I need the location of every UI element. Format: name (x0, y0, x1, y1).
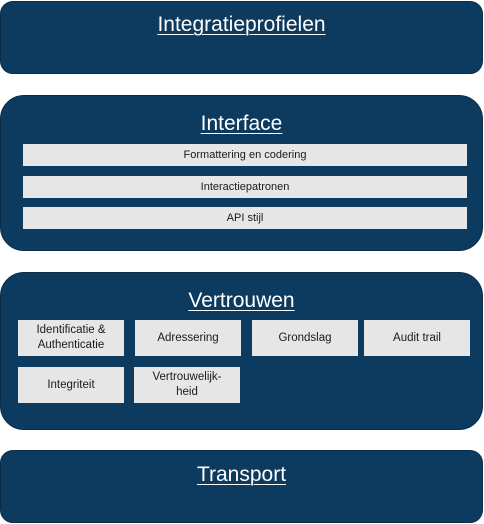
interface-title: Interface (200, 112, 283, 135)
adressering-box: Adressering (135, 320, 241, 356)
vertrouwelijkheid-box: Vertrouwelijk- heid (134, 367, 240, 403)
identificatie-authenticatie-box: Identificatie & Authenticatie (18, 320, 124, 356)
audit-trail-box: Audit trail (364, 320, 470, 356)
integratieprofielen-title: Integratieprofielen (157, 13, 326, 36)
transport-title: Transport (196, 463, 287, 486)
formattering-en-codering-box: Formattering en codering (23, 144, 467, 166)
interactiepatronen-box: Interactiepatronen (23, 176, 467, 198)
integriteit-box: Integriteit (18, 367, 124, 403)
transport-panel: Transport (0, 450, 483, 523)
api-stijl-box: API stijl (23, 207, 467, 229)
vertrouwen-title: Vertrouwen (188, 289, 295, 312)
grondslag-box: Grondslag (252, 320, 358, 356)
integratieprofielen-panel: Integratieprofielen (0, 1, 483, 74)
